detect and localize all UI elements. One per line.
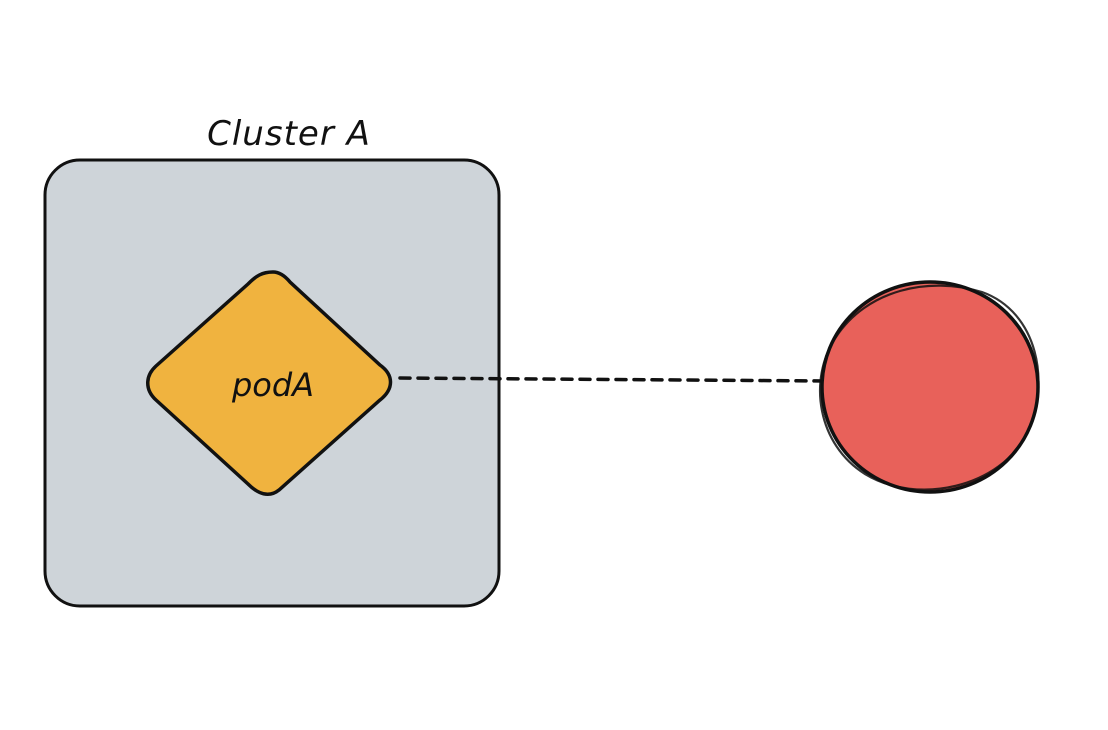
pod-a-label: podA [231, 366, 314, 404]
pod-a-diamond [146, 270, 393, 496]
pod-a-node: podA [146, 270, 393, 496]
pod-to-external-connection [398, 376, 826, 383]
external-node [818, 280, 1040, 494]
external-circle-sketch-stroke [818, 284, 1040, 491]
cluster-a-label: Cluster A [207, 114, 371, 154]
dashed-connector [398, 376, 826, 383]
